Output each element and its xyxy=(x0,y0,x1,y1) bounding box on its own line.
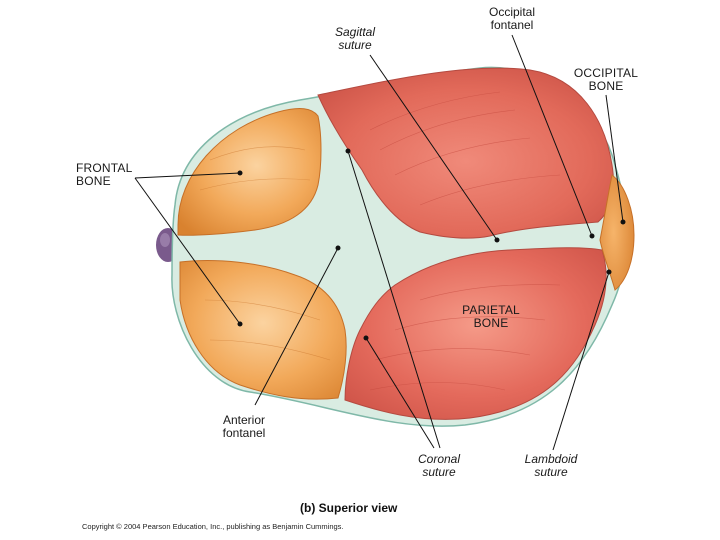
copyright-notice: Copyright © 2004 Pearson Education, Inc.… xyxy=(82,522,344,531)
label-frontal-bone: FRONTAL BONE xyxy=(76,162,136,188)
label-coronal-suture: Coronal suture xyxy=(413,453,465,479)
label-occipital-fontanel: Occipital fontanel xyxy=(482,6,542,32)
label-sagittal-suture: Sagittal suture xyxy=(330,26,380,52)
label-occipital-bone: OCCIPITAL BONE xyxy=(570,67,642,93)
label-anterior-fontanel: Anterior fontanel xyxy=(216,414,272,440)
label-lambdoid-suture: Lambdoid suture xyxy=(518,453,584,479)
figure-caption: (b) Superior view xyxy=(300,501,540,515)
label-parietal-bone: PARIETAL BONE xyxy=(456,304,526,330)
